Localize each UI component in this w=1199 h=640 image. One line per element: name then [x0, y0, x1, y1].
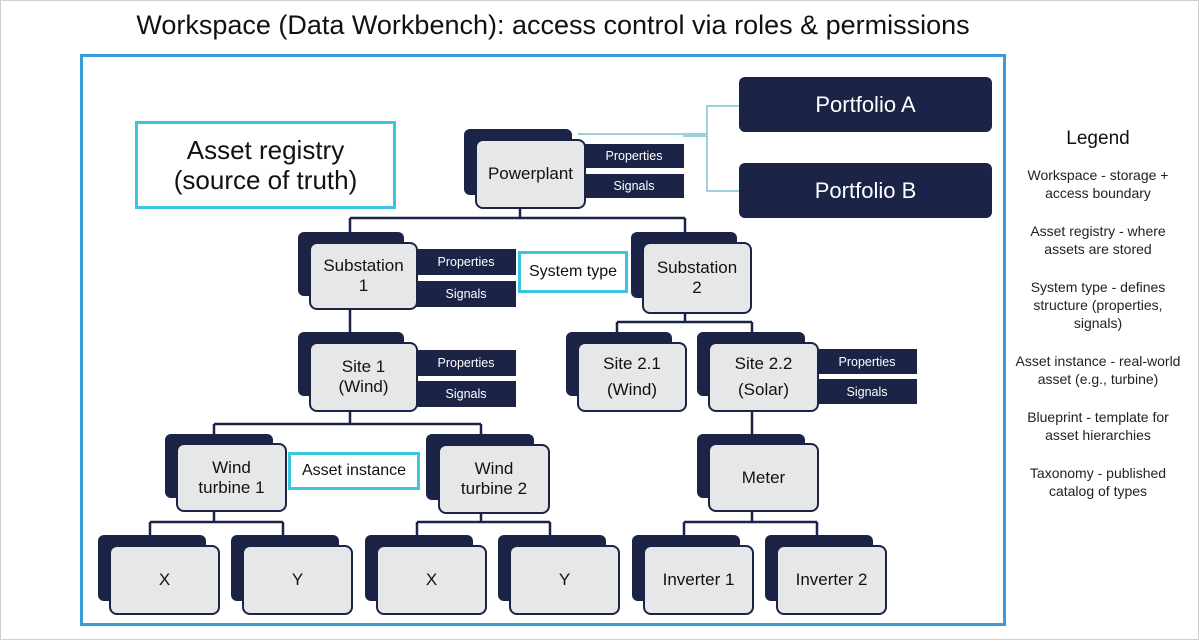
node-powerplant: Powerplant: [464, 129, 586, 209]
node-inverter-2: Inverter 2: [765, 535, 887, 615]
node-y-1: Y: [231, 535, 353, 615]
node-y-2-label: Y: [558, 570, 571, 589]
node-wind-turbine-1-label: Wind turbine 1: [198, 457, 265, 497]
node-powerplant-box: Powerplant: [475, 139, 586, 209]
site-2-2-signals-tag: Signals: [817, 379, 917, 404]
workspace-boundary: [80, 54, 1006, 626]
node-inverter-1-box: Inverter 1: [643, 545, 754, 615]
node-x-2-label: X: [425, 570, 438, 589]
node-y-2: Y: [498, 535, 620, 615]
connector-portfolio-b: [683, 135, 740, 192]
node-wind-turbine-1: Wind turbine 1: [165, 434, 287, 512]
node-x-1: X: [98, 535, 220, 615]
node-substation-2-label: Substation 2: [656, 258, 738, 297]
asset-registry-callout: Asset registry (source of truth): [135, 121, 396, 209]
node-inverter-2-label: Inverter 2: [795, 570, 868, 589]
node-substation-1-label: Substation 1: [323, 256, 404, 295]
node-substation-2-box: Substation 2: [642, 242, 752, 314]
node-inverter-1-label: Inverter 1: [662, 570, 735, 589]
connector-portfolio-a: [578, 105, 740, 135]
site-2-2-properties-tag: Properties: [817, 349, 917, 374]
legend-item-asset-registry: Asset registry - where assets are stored: [1030, 223, 1166, 257]
node-meter: Meter: [697, 434, 819, 512]
node-wind-turbine-2-box: Wind turbine 2: [438, 444, 550, 514]
node-site-2-1-label: Site 2.1 (Wind): [603, 354, 661, 399]
node-wind-turbine-2: Wind turbine 2: [426, 434, 550, 514]
node-inverter-2-box: Inverter 2: [776, 545, 887, 615]
node-y-1-label: Y: [291, 570, 304, 589]
site-1-signals-tag: Signals: [416, 381, 516, 407]
legend-item-taxonomy: Taxonomy - published catalog of types: [1029, 465, 1167, 499]
node-y-1-box: Y: [242, 545, 353, 615]
asset-instance-label: Asset instance: [301, 462, 407, 479]
legend-item-blueprint: Blueprint - template for asset hierarchi…: [1027, 409, 1169, 443]
node-site-1: Site 1 (Wind): [298, 332, 418, 412]
diagram-title: Workspace (Data Workbench): access contr…: [136, 10, 970, 40]
legend-item-workspace: Workspace - storage + access boundary: [1027, 167, 1169, 201]
substation-1-signals-tag: Signals: [416, 281, 516, 307]
node-x-1-box: X: [109, 545, 220, 615]
node-meter-label: Meter: [741, 467, 786, 487]
system-type-label: System type: [528, 263, 618, 280]
node-site-2-2: Site 2.2 (Solar): [697, 332, 819, 412]
asset-instance-callout: Asset instance: [288, 452, 420, 490]
node-substation-1: Substation 1: [298, 232, 418, 310]
legend: Legend Workspace - storage + access boun…: [1010, 128, 1186, 520]
site-1-properties-tag: Properties: [416, 350, 516, 376]
node-substation-2: Substation 2: [631, 232, 752, 314]
node-x-1-label: X: [158, 570, 171, 589]
legend-title: Legend: [1066, 128, 1130, 149]
powerplant-signals-tag: Signals: [584, 174, 684, 198]
asset-registry-label: Asset registry (source of truth): [173, 135, 358, 195]
node-site-2-1-box: Site 2.1 (Wind): [577, 342, 687, 412]
node-substation-1-box: Substation 1: [309, 242, 418, 310]
system-type-callout: System type: [518, 251, 628, 293]
node-wind-turbine-1-box: Wind turbine 1: [176, 443, 287, 512]
node-wind-turbine-2-label: Wind turbine 2: [460, 459, 528, 498]
node-meter-box: Meter: [708, 443, 819, 512]
powerplant-properties-tag: Properties: [584, 144, 684, 168]
legend-item-asset-instance: Asset instance - real-world asset (e.g.,…: [1015, 353, 1181, 387]
node-site-2-2-label: Site 2.2 (Solar): [734, 354, 793, 399]
node-powerplant-label: Powerplant: [487, 164, 574, 183]
node-x-2: X: [365, 535, 487, 615]
node-x-2-box: X: [376, 545, 487, 615]
portfolio-b: Portfolio B: [739, 163, 992, 218]
portfolio-a: Portfolio A: [739, 77, 992, 132]
node-site-2-1: Site 2.1 (Wind): [566, 332, 687, 412]
substation-1-properties-tag: Properties: [416, 249, 516, 275]
node-y-2-box: Y: [509, 545, 620, 615]
node-site-2-2-box: Site 2.2 (Solar): [708, 342, 819, 412]
node-inverter-1: Inverter 1: [632, 535, 754, 615]
node-site-1-box: Site 1 (Wind): [309, 342, 418, 412]
legend-item-system-type: System type - defines structure (propert…: [1030, 279, 1166, 331]
node-site-1-label: Site 1 (Wind): [338, 357, 389, 396]
